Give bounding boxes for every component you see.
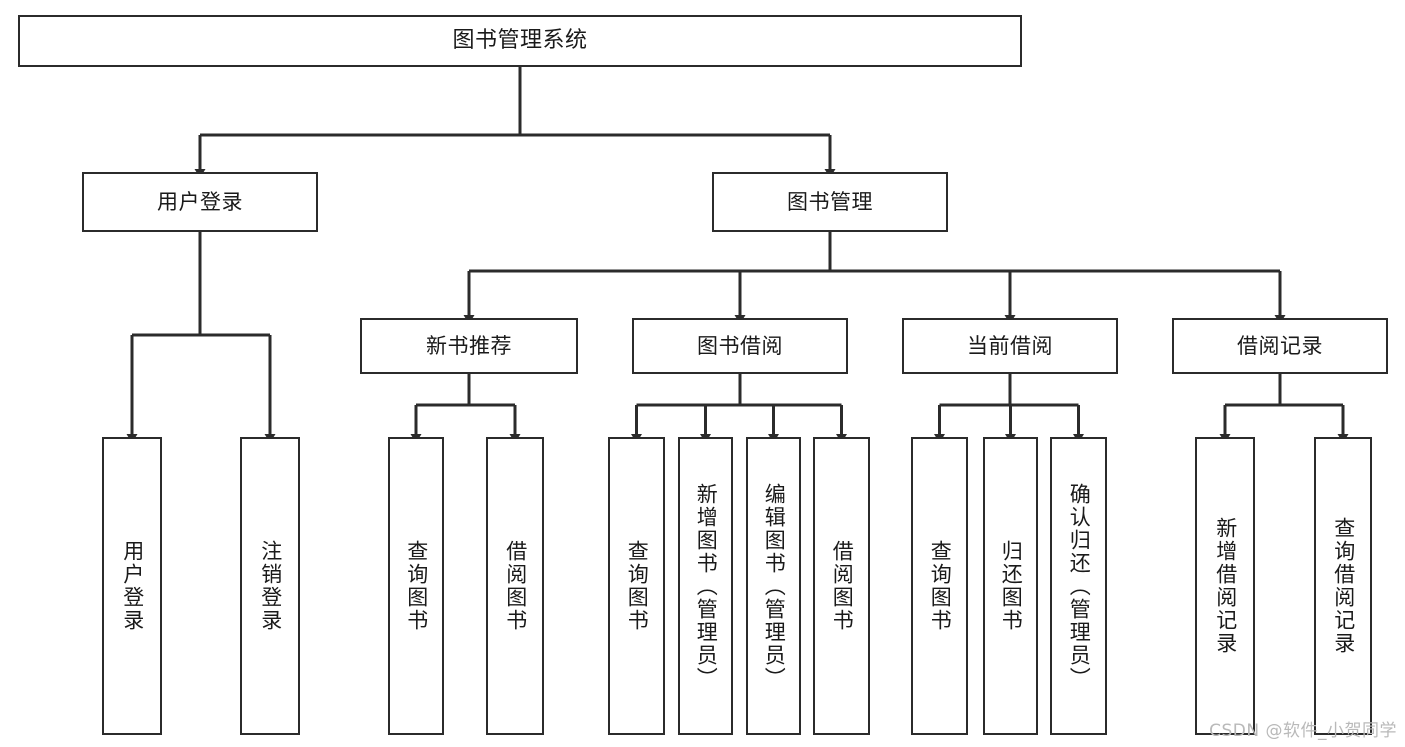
node-label: 新增图书（管理员） xyxy=(694,482,719,690)
node-label: 用户登录 xyxy=(120,540,145,632)
node-l2_0[interactable]: 新书推荐 xyxy=(360,318,578,374)
node-label: 查询借阅记录 xyxy=(1331,517,1356,655)
node-leaf_1[interactable]: 注销登录 xyxy=(240,437,300,735)
node-leaf_7[interactable]: 借阅图书 xyxy=(813,437,870,735)
node-label: 新增借阅记录 xyxy=(1213,517,1238,655)
node-l2_2[interactable]: 当前借阅 xyxy=(902,318,1118,374)
node-leaf_8[interactable]: 查询图书 xyxy=(911,437,968,735)
node-label: 图书管理系统 xyxy=(452,27,588,53)
node-label: 当前借阅 xyxy=(967,333,1053,358)
node-l1_0[interactable]: 用户登录 xyxy=(82,172,318,232)
node-leaf_2[interactable]: 查询图书 xyxy=(388,437,444,735)
node-label: 查询图书 xyxy=(625,540,650,632)
node-leaf_0[interactable]: 用户登录 xyxy=(102,437,162,735)
node-leaf_11[interactable]: 新增借阅记录 xyxy=(1195,437,1255,735)
node-label: 图书借阅 xyxy=(697,333,783,358)
node-leaf_3[interactable]: 借阅图书 xyxy=(486,437,544,735)
watermark: CSDN @软件_小贺同学 xyxy=(1209,721,1397,741)
node-l2_3[interactable]: 借阅记录 xyxy=(1172,318,1388,374)
node-label: 新书推荐 xyxy=(426,333,512,358)
node-leaf_9[interactable]: 归还图书 xyxy=(983,437,1038,735)
node-leaf_12[interactable]: 查询借阅记录 xyxy=(1314,437,1372,735)
edge-group xyxy=(126,67,1349,443)
node-l1_1[interactable]: 图书管理 xyxy=(712,172,948,232)
node-label: 编辑图书（管理员） xyxy=(762,482,787,690)
node-label: 归还图书 xyxy=(999,540,1024,632)
node-leaf_5[interactable]: 新增图书（管理员） xyxy=(678,437,733,735)
node-leaf_6[interactable]: 编辑图书（管理员） xyxy=(746,437,801,735)
node-label: 用户登录 xyxy=(157,189,243,214)
node-label: 借阅图书 xyxy=(503,540,528,632)
node-leaf_4[interactable]: 查询图书 xyxy=(608,437,665,735)
node-l2_1[interactable]: 图书借阅 xyxy=(632,318,848,374)
node-label: 借阅记录 xyxy=(1237,333,1323,358)
node-label: 确认归还（管理员） xyxy=(1067,482,1092,690)
node-label: 借阅图书 xyxy=(830,540,855,632)
node-label: 查询图书 xyxy=(404,540,429,632)
node-root[interactable]: 图书管理系统 xyxy=(18,15,1022,67)
node-label: 图书管理 xyxy=(787,189,873,214)
node-label: 注销登录 xyxy=(258,540,283,632)
node-leaf_10[interactable]: 确认归还（管理员） xyxy=(1050,437,1107,735)
node-label: 查询图书 xyxy=(928,540,953,632)
